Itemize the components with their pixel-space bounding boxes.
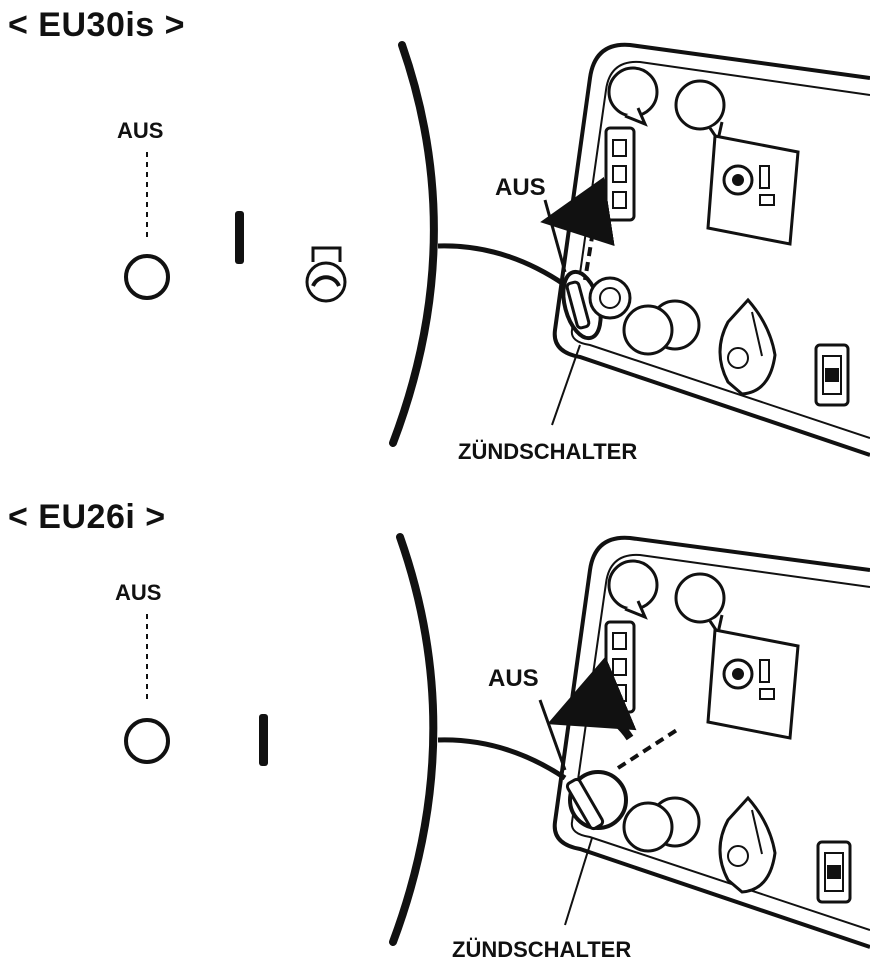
control-panel-drawing [552,42,870,457]
fuel-lever-icon [718,297,777,396]
switch-leader-line [564,837,593,926]
model-heading: < EU30is > [8,6,185,44]
panel-eu26i: < EU26i > AUS [8,498,870,962]
panel-eu30is: < EU30is > AUS [8,6,870,464]
switch-label: ZÜNDSCHALTER [458,439,637,464]
outlet-cap-icon [607,559,659,620]
off-direction-arrow: AUS [495,174,615,281]
eco-throttle-switch-icon [814,343,850,407]
fuel-lever-icon [718,795,777,894]
round-knob-icon [622,796,701,853]
off-symbol-label: AUS [115,580,161,605]
outlet-cap-icon [674,79,726,144]
round-knob-icon [622,299,701,356]
switch-leader-line [551,344,581,426]
control-panel-drawing [552,535,870,949]
ac-outlet-panel [706,628,800,740]
ignition-switch-icon [565,770,628,831]
indicator-lamps [604,620,636,714]
switch-label: ZÜNDSCHALTER [452,937,631,962]
zoom-connector-line [437,737,567,781]
arrow-off-label: AUS [488,665,539,692]
model-heading: < EU26i > [8,498,166,536]
ac-outlet-panel [706,134,800,246]
arrow-off-label: AUS [495,174,546,201]
on-bar-icon [235,211,244,264]
off-circle-icon [124,718,170,764]
magnifier-arc [389,533,438,946]
off-direction-arrow: AUS [488,656,682,771]
outlet-cap-icon [607,66,659,127]
off-circle-icon [124,254,170,300]
zoom-connector-line [437,243,567,288]
indicator-lamps [604,126,636,222]
switch-symbols: AUS [115,580,268,766]
on-bar-icon [259,714,268,766]
switch-symbols: AUS [117,118,347,303]
choke-start-icon [305,246,347,303]
magnifier-arc [389,41,438,447]
off-symbol-label: AUS [117,118,163,143]
outlet-cap-icon [674,572,726,637]
ignition-switch-icon [561,269,632,341]
eco-throttle-switch-icon [816,840,852,904]
